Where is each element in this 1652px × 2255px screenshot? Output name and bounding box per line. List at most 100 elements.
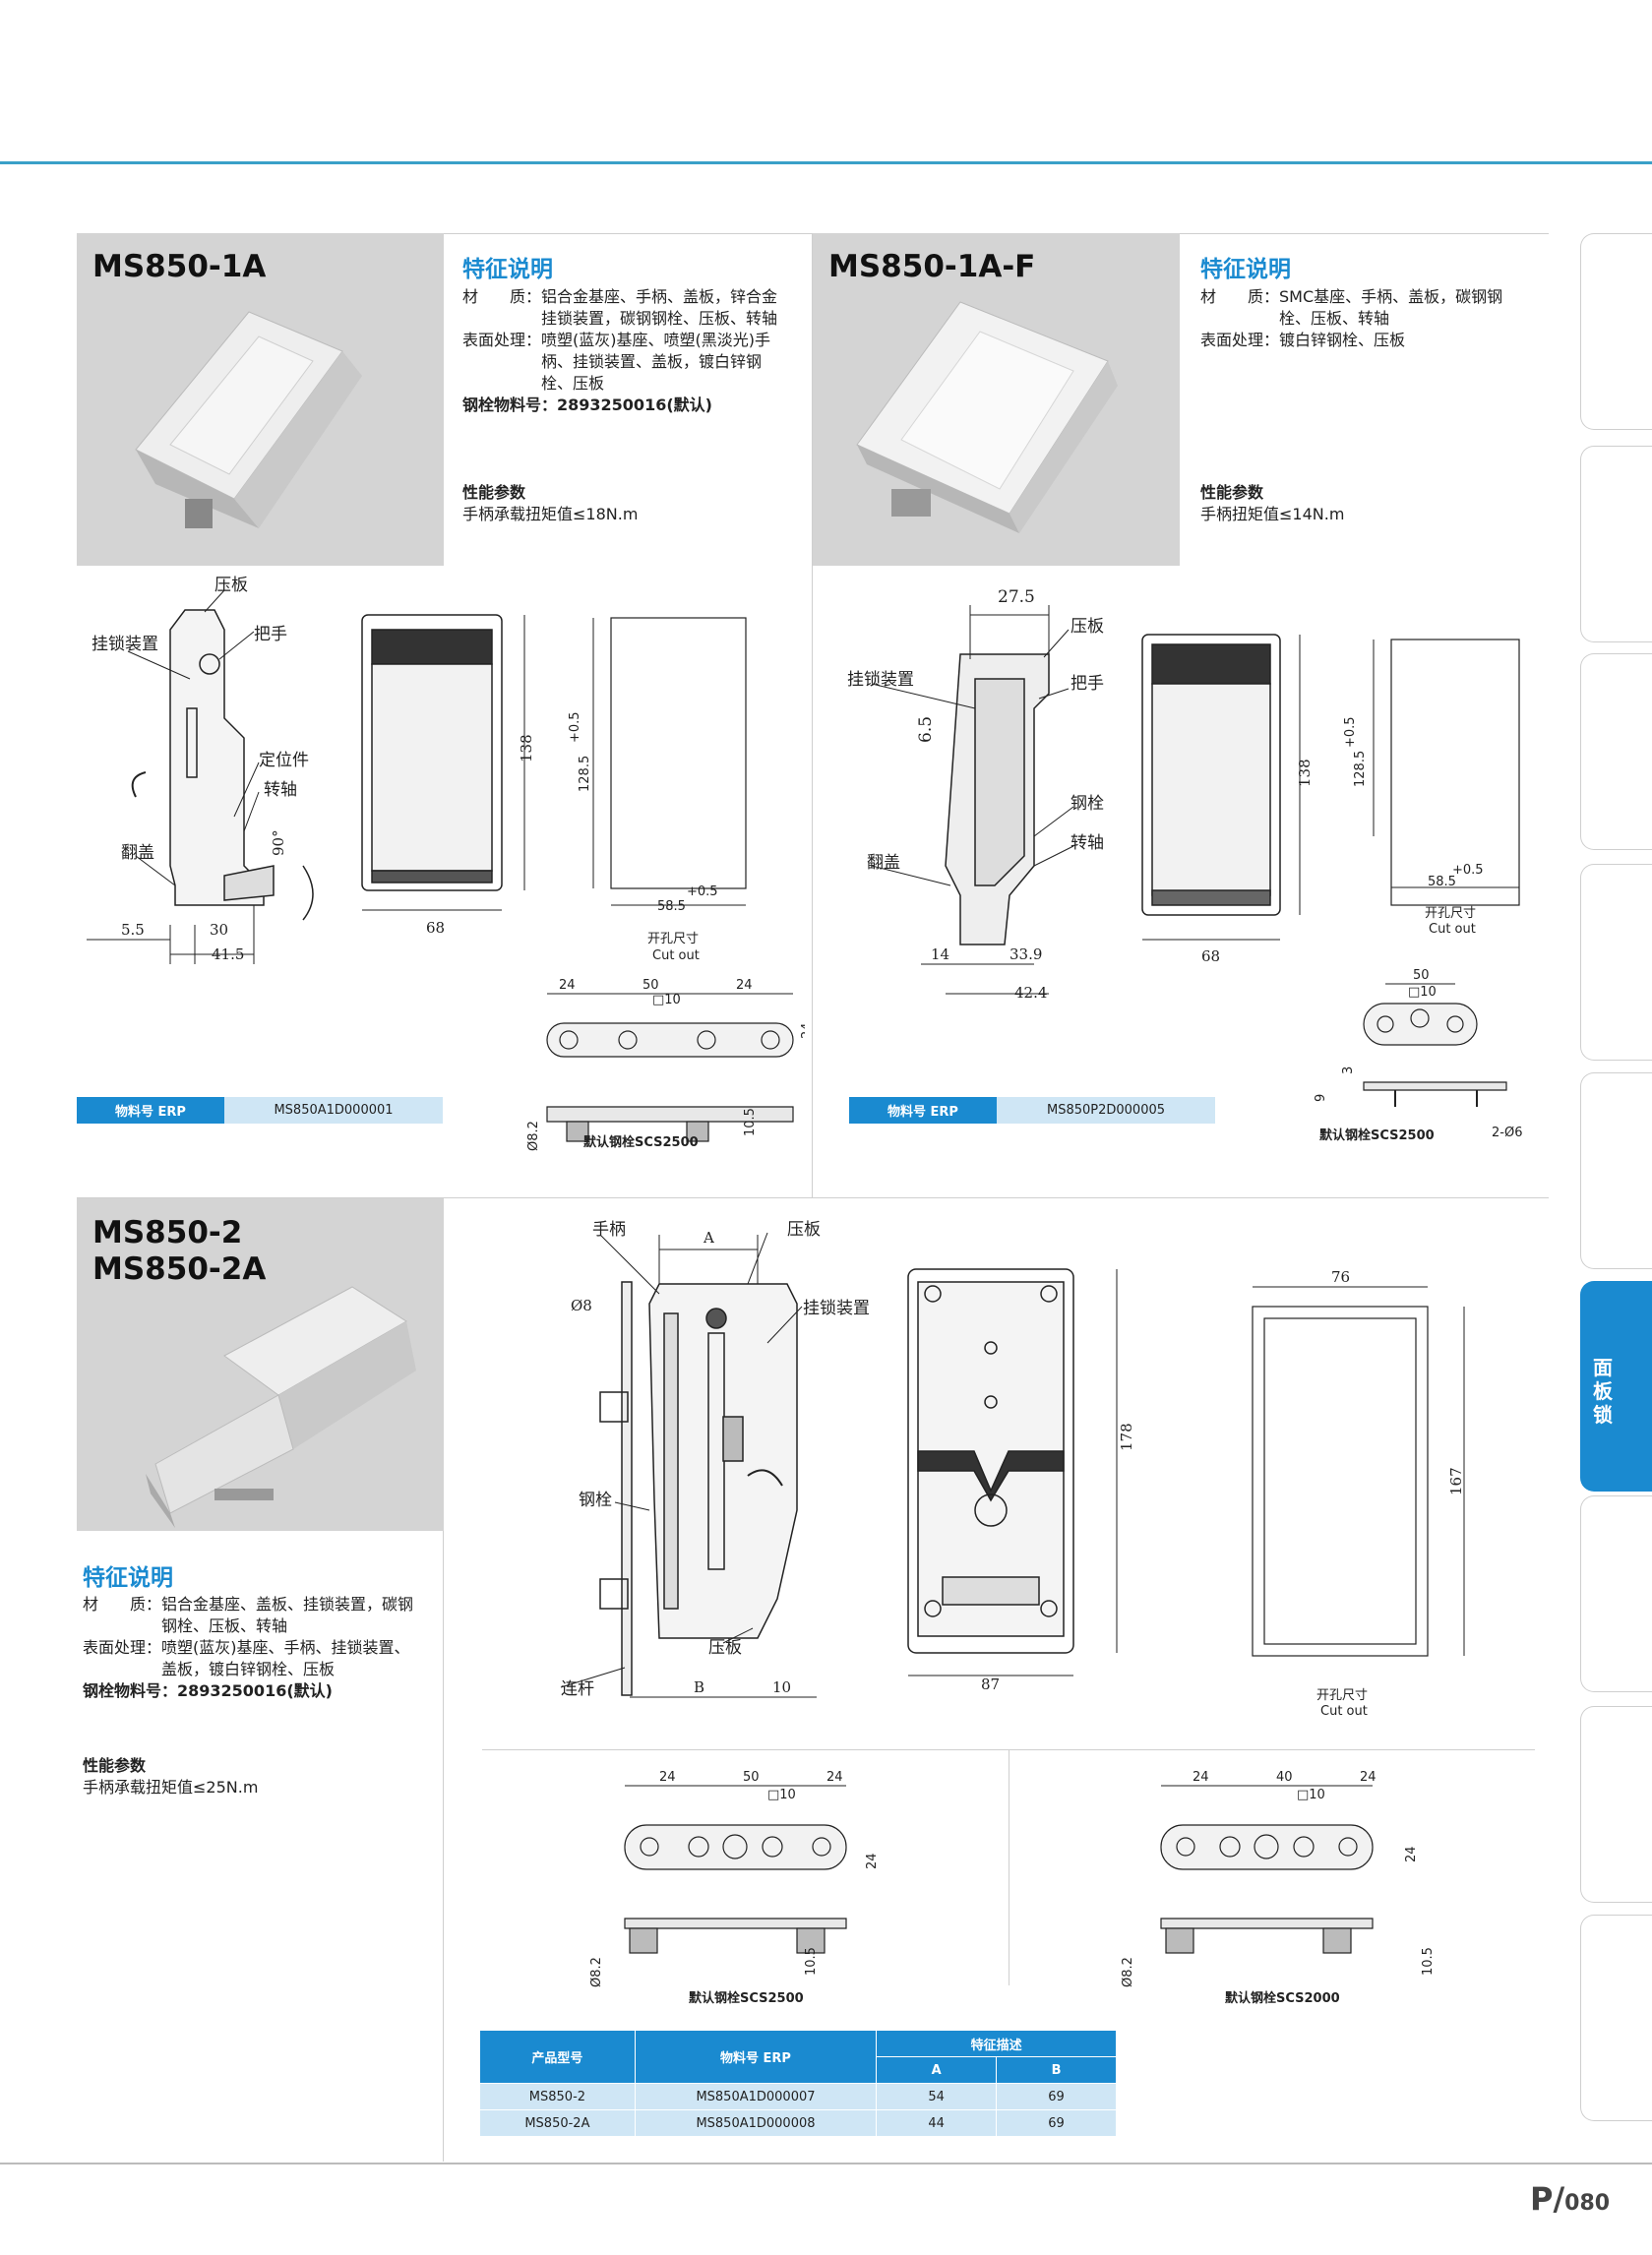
dim-10-5: 10.5 <box>743 1108 758 1136</box>
dim-41-5: 41.5 <box>212 945 244 963</box>
side-tab[interactable] <box>1580 1706 1652 1903</box>
side-tab[interactable] <box>1580 233 1652 430</box>
dim-24: 24 <box>736 978 753 993</box>
erp-value: MS850A1D000001 <box>224 1097 443 1124</box>
perf-value: 手柄承载扭矩值≤25N.m <box>83 1778 259 1797</box>
material-label: 材 质： <box>83 1595 162 1614</box>
label-latch: 挂锁装置 <box>92 635 158 654</box>
bolt-caption: 默认钢栓SCS2500 <box>583 1134 699 1150</box>
product-photo <box>77 233 444 566</box>
dim-50: 50 <box>1413 968 1430 983</box>
column-divider <box>812 233 813 1197</box>
dim-178: 178 <box>1118 1423 1135 1451</box>
side-tab[interactable] <box>1580 653 1652 850</box>
label-flap: 翻盖 <box>121 843 154 863</box>
bolt-caption-scs2000: 默认钢栓SCS2000 <box>1225 1990 1340 2006</box>
cell-a: 44 <box>876 2109 998 2137</box>
label-rod: 连杆 <box>561 1679 594 1699</box>
side-tab[interactable] <box>1580 864 1652 1061</box>
feature-title: 特征说明 <box>1200 257 1291 282</box>
dim-5-5: 5.5 <box>121 921 145 939</box>
dim-76: 76 <box>1331 1268 1350 1286</box>
cell-b: 69 <box>996 2109 1117 2137</box>
material-label: 材 质： <box>462 287 542 306</box>
surface-label: 表面处理： <box>1200 331 1280 349</box>
surface-label: 表面处理： <box>83 1638 162 1657</box>
section-divider <box>77 1197 1549 1198</box>
latch-photo-illustration <box>856 301 1118 533</box>
dim-58-5: 58.5 <box>657 899 686 914</box>
perf-value: 手柄承载扭矩值≤18N.m <box>462 505 639 523</box>
dim-B: B <box>694 1678 704 1696</box>
drawing-ms850-2: 手柄 A 压板 挂锁装置 Ø8 钢栓 压板 连杆 B 10 178 87 76 … <box>560 1220 1465 1719</box>
dim-2-dia-6: 2-Ø6 <box>1492 1126 1522 1140</box>
material-label: 材 质： <box>1200 287 1280 306</box>
label-locator: 定位件 <box>259 751 309 770</box>
material-value: SMC基座、手柄、盖板，碳钢钢栓、压板、转轴 <box>1279 287 1503 328</box>
dim-138: 138 <box>518 734 535 762</box>
th-feature: 特征描述 <box>876 2030 1117 2057</box>
perf-title: 性能参数 <box>1200 483 1264 502</box>
erp-label: 物料号 ERP <box>77 1097 224 1124</box>
cutout-label-en: Cut out <box>652 948 700 963</box>
dim-tolerance-top: +0.5 <box>1452 863 1484 878</box>
label-flap: 翻盖 <box>867 853 900 873</box>
feature-title: 特征说明 <box>83 1565 173 1591</box>
label-plate: 压板 <box>787 1220 821 1240</box>
dim-68: 68 <box>1201 947 1220 965</box>
dim-angle: 90° <box>270 829 287 856</box>
bolt-part-number: 钢栓物料号：2893250016(默认) <box>83 1681 333 1700</box>
label-bolt: 钢栓 <box>1071 794 1104 814</box>
bolt-divider-v <box>1009 1749 1010 1985</box>
surface-value: 喷塑(蓝灰)基座、喷塑(黑淡光)手柄、挂锁装置、盖板，镀白锌钢栓、压板 <box>541 331 770 393</box>
dim-30: 30 <box>210 921 228 939</box>
dim-27-5: 27.5 <box>998 587 1035 607</box>
bolt-part-number: 钢栓物料号：2893250016(默认) <box>462 396 712 414</box>
cutout-label-en: Cut out <box>1320 1704 1368 1719</box>
model-name: MS850-1A-F <box>828 249 1036 284</box>
label-plate: 压板 <box>1071 617 1104 637</box>
dim-24: 24 <box>1360 1770 1377 1785</box>
dim-dia-8-2: Ø8.2 <box>1121 1957 1135 1987</box>
product-photo <box>813 233 1180 566</box>
dim-167: 167 <box>1447 1467 1465 1495</box>
side-tab[interactable] <box>1580 1915 1652 2121</box>
erp-label: 物料号 ERP <box>849 1097 997 1124</box>
side-tab-active[interactable] <box>1580 1281 1652 1492</box>
dim-24: 24 <box>559 978 576 993</box>
dim-square-10: □10 <box>1408 985 1437 1000</box>
side-tab[interactable] <box>1580 1072 1652 1269</box>
page-number-prefix: P/ <box>1530 2180 1565 2218</box>
dim-33-9: 33.9 <box>1010 945 1042 963</box>
feature-list: 材 质：铝合金基座、手柄、盖板，锌合金挂锁装置，碳钢钢栓、压板、转轴 表面处理：… <box>462 286 782 416</box>
drawing-ms850-1a-f: 27.5 压板 挂锁装置 把手 6.5 钢栓 转轴 翻盖 14 33.9 42.… <box>847 587 1522 1143</box>
dim-68: 68 <box>426 919 445 937</box>
table-row: MS850-2 MS850A1D000007 54 69 <box>479 2083 1117 2110</box>
dim-6-5: 6.5 <box>916 716 936 743</box>
dim-dia-8-2: Ø8.2 <box>526 1121 541 1151</box>
side-tab[interactable] <box>1580 446 1652 642</box>
cutout-label-cn: 开孔尺寸 <box>1425 906 1476 921</box>
cell-model: MS850-2A <box>479 2109 636 2137</box>
dim-square-10: □10 <box>1297 1788 1325 1802</box>
side-tab-label: 面板锁 <box>1593 1356 1613 1427</box>
bolt-caption: 默认钢栓SCS2500 <box>1319 1128 1435 1143</box>
dim-24-side: 24 <box>1404 1846 1419 1862</box>
side-tab[interactable] <box>1580 1495 1652 1692</box>
th-erp: 物料号 ERP <box>634 2030 878 2084</box>
th-model: 产品型号 <box>479 2030 636 2084</box>
label-handle: 把手 <box>1071 674 1104 694</box>
cutout-label-cn: 开孔尺寸 <box>647 932 699 946</box>
model-name-alt: MS850-2A <box>92 1251 267 1287</box>
label-handle: 把手 <box>254 625 287 644</box>
dim-24-side: 24 <box>865 1853 880 1869</box>
model-name: MS850-2 <box>92 1215 243 1250</box>
product-photo <box>77 1198 444 1531</box>
erp-bar: 物料号 ERP MS850A1D000001 <box>77 1097 443 1124</box>
surface-label: 表面处理： <box>462 331 542 349</box>
label-shaft: 转轴 <box>264 780 297 800</box>
header-rule <box>0 161 1652 164</box>
dim-87: 87 <box>981 1676 1000 1693</box>
th-b: B <box>996 2056 1117 2084</box>
feature-list: 材 质：铝合金基座、盖板、挂锁装置，碳钢钢栓、压板、转轴 表面处理：喷塑(蓝灰)… <box>83 1594 422 1702</box>
